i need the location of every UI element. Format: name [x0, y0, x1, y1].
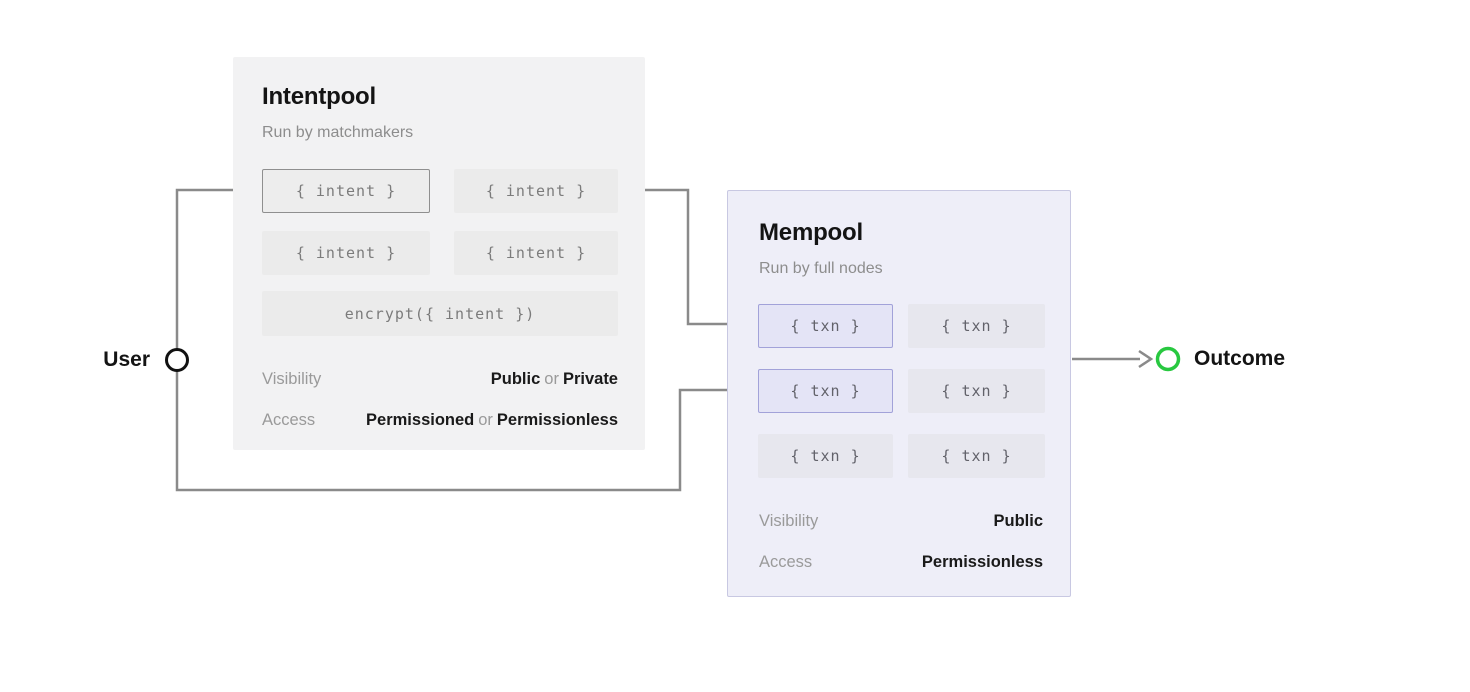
txn-chip: { txn } — [908, 369, 1045, 413]
txn-chip: { txn } — [908, 304, 1045, 348]
txn-chip: { txn } — [758, 434, 893, 478]
intentpool-subtitle: Run by matchmakers — [262, 124, 414, 141]
mempool-box: Mempool Run by full nodes { txn } { txn … — [727, 190, 1071, 597]
user-node-circle — [165, 348, 189, 372]
visibility-option-public: Public — [490, 369, 541, 388]
txn-chip: { txn } — [908, 434, 1045, 478]
txn-chip-highlighted: { txn } — [758, 304, 893, 348]
intent-chip-highlighted: { intent } — [262, 169, 430, 213]
visibility-value: Public — [993, 511, 1043, 530]
user-label: User — [103, 348, 150, 371]
access-label: Access — [262, 410, 316, 429]
txn-chip-highlighted: { txn } — [758, 369, 893, 413]
intent-chip: { intent } — [454, 169, 618, 213]
access-value: Permissionless — [921, 552, 1043, 571]
outcome-node-circle — [1155, 346, 1181, 372]
intent-chip: { intent } — [454, 231, 618, 275]
outcome-label: Outcome — [1194, 347, 1286, 370]
visibility-label: Visibility — [759, 511, 819, 530]
mempool-title: Mempool — [759, 219, 863, 246]
visibility-label: Visibility — [262, 369, 322, 388]
intentpool-box: Intentpool Run by matchmakers { intent }… — [233, 57, 645, 450]
access-option-permissioned: Permissioned — [366, 410, 475, 429]
arrowhead-mempool-to-outcome — [1138, 349, 1154, 369]
access-or: or — [478, 410, 493, 429]
access-label: Access — [759, 552, 813, 571]
access-option-permissionless: Permissionless — [496, 410, 618, 429]
encrypt-intent-chip: encrypt({ intent }) — [262, 291, 618, 336]
visibility-option-private: Private — [562, 369, 618, 388]
visibility-or: or — [544, 369, 559, 388]
mempool-visibility-row: Visibility Public — [759, 510, 1043, 532]
mempool-subtitle: Run by full nodes — [759, 260, 883, 277]
intentpool-title: Intentpool — [262, 83, 376, 110]
intent-chip: { intent } — [262, 231, 430, 275]
mempool-access-row: Access Permissionless — [759, 551, 1043, 573]
